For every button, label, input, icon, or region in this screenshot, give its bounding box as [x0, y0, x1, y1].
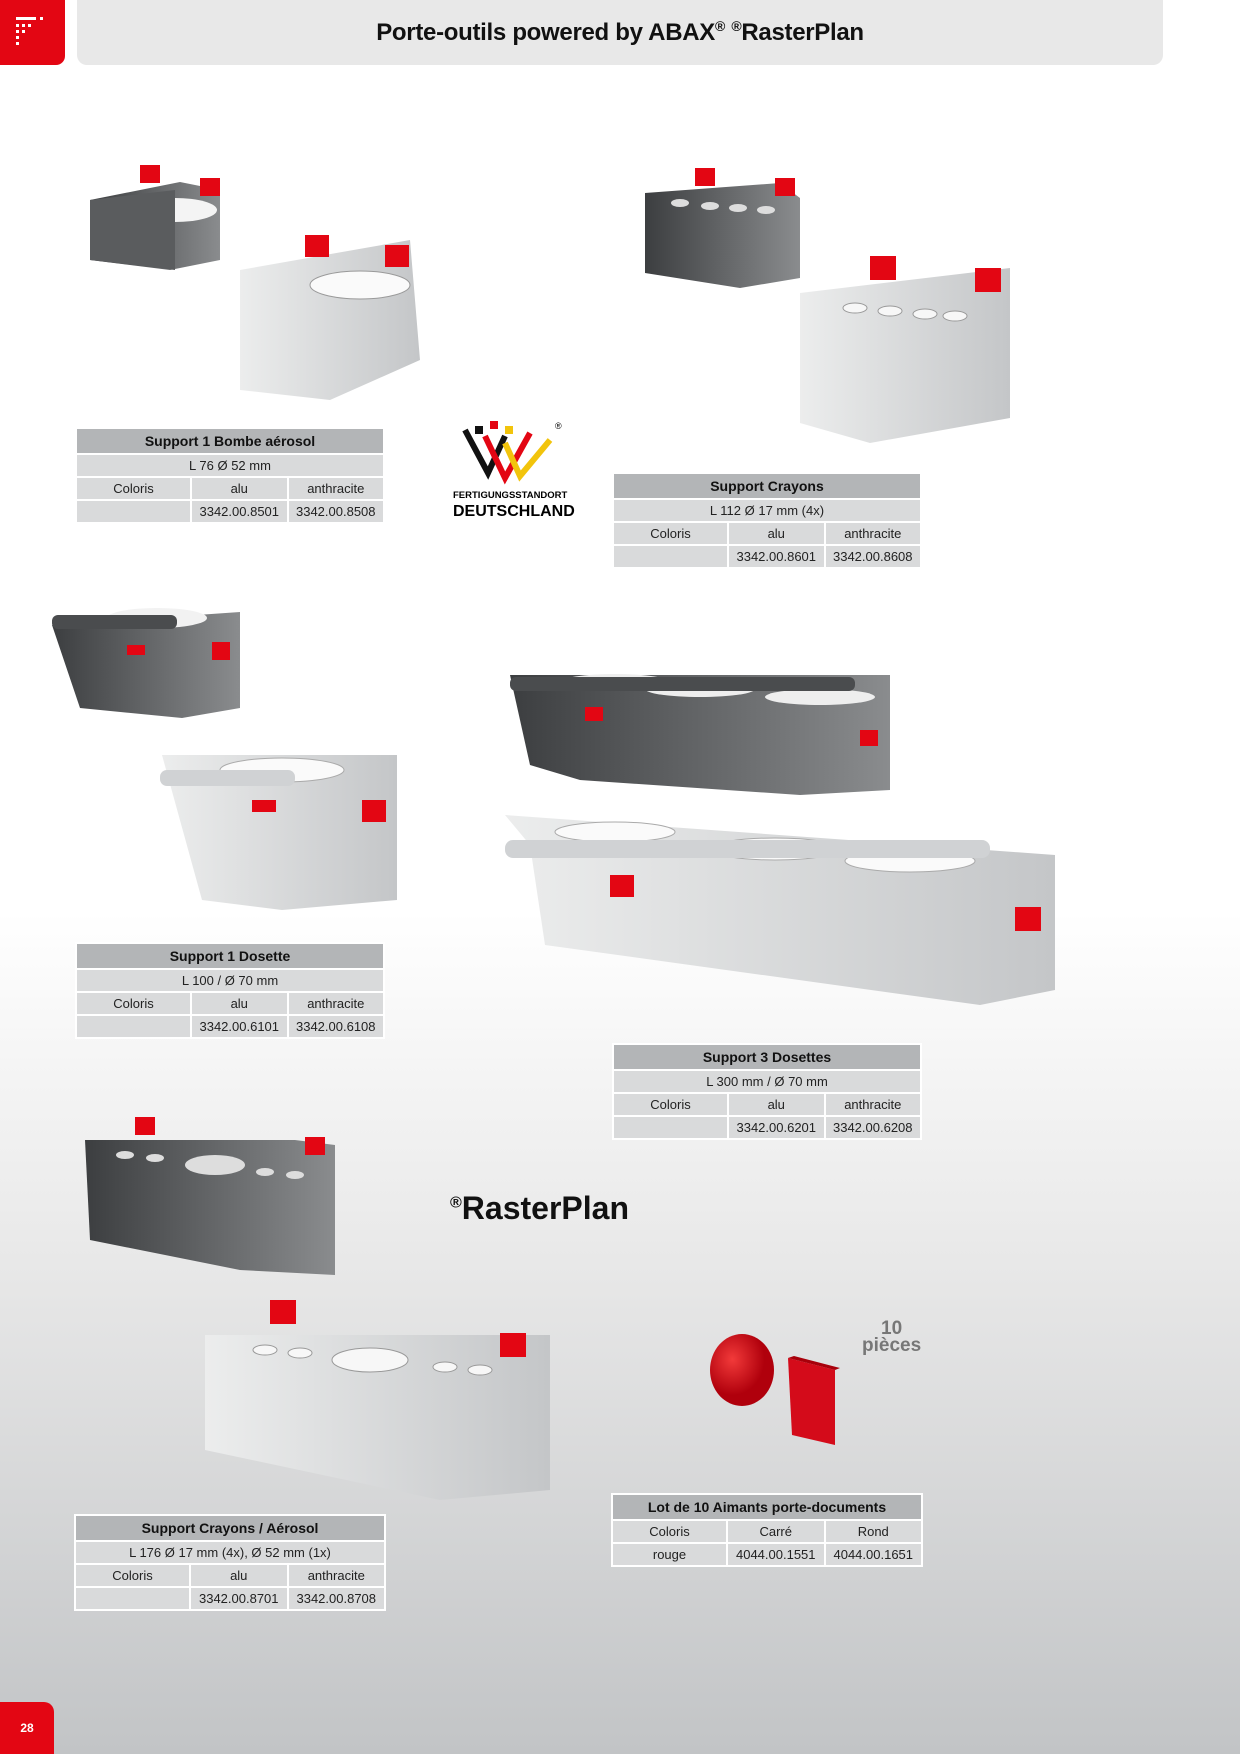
coloris-label: Coloris — [614, 1094, 727, 1115]
rasterplan-brand: ®RasterPlan — [450, 1190, 629, 1226]
product-dimensions: L 176 Ø 17 mm (4x), Ø 52 mm (1x) — [76, 1542, 384, 1563]
spec-table-aimants: Lot de 10 Aimants porte-documents Colori… — [611, 1493, 923, 1567]
product-title: Support Crayons — [614, 474, 920, 498]
triple-dosette-holder-image — [505, 674, 1055, 1005]
color-option: alu — [191, 1565, 287, 1586]
article-ref: 3342.00.6208 — [825, 1117, 920, 1138]
grid-logo-icon — [16, 17, 43, 45]
blank-cell — [614, 1117, 727, 1138]
spec-table-crayons: Support Crayons L 112 Ø 17 mm (4x) Color… — [612, 472, 922, 569]
spec-table-dosettes3: Support 3 Dosettes L 300 mm / Ø 70 mm Co… — [612, 1043, 922, 1140]
color-option: anthracite — [288, 478, 383, 499]
article-ref: 3342.00.8708 — [288, 1588, 384, 1609]
svg-text:DEUTSCHLAND: DEUTSCHLAND — [453, 503, 575, 520]
product-title: Support 3 Dosettes — [614, 1045, 920, 1069]
product-dimensions: L 100 / Ø 70 mm — [77, 970, 383, 991]
color-option: anthracite — [288, 1565, 384, 1586]
crayons-aerosol-holder-image — [85, 1117, 550, 1500]
spec-table-aerosol: Support 1 Bombe aérosol L 76 Ø 52 mm Col… — [75, 427, 385, 524]
article-ref: 4044.00.1651 — [825, 1544, 921, 1565]
blank-cell — [76, 1588, 189, 1609]
page-title: Porte-outils powered by ABAX® ®RasterPla… — [376, 18, 864, 46]
page-header: Porte-outils powered by ABAX® ®RasterPla… — [77, 0, 1163, 65]
svg-text:®: ® — [555, 421, 562, 431]
magnets-image — [710, 1334, 840, 1445]
color-option: alu — [192, 478, 287, 499]
made-in-germany-logo: ® FERTIGUNGSSTANDORT DEUTSCHLAND — [453, 421, 575, 520]
coloris-label: Coloris — [614, 523, 727, 544]
product-title: Lot de 10 Aimants porte-documents — [613, 1495, 921, 1519]
spec-table-dosette: Support 1 Dosette L 100 / Ø 70 mm Colori… — [75, 942, 385, 1039]
color-name: rouge — [613, 1544, 726, 1565]
coloris-label: Coloris — [77, 478, 190, 499]
product-title: Support 1 Dosette — [77, 944, 383, 968]
article-ref: 3342.00.6101 — [192, 1016, 287, 1037]
article-ref: 3342.00.8608 — [825, 546, 920, 567]
color-option: anthracite — [288, 993, 383, 1014]
article-ref: 3342.00.8501 — [192, 501, 287, 522]
dosette-holder-image — [52, 608, 397, 910]
color-option: anthracite — [825, 523, 920, 544]
aerosol-holder-image — [90, 165, 420, 400]
color-option: alu — [192, 993, 287, 1014]
product-dimensions: L 300 mm / Ø 70 mm — [614, 1071, 920, 1092]
svg-text:FERTIGUNGSSTANDORT: FERTIGUNGSSTANDORT — [453, 490, 568, 501]
color-option: alu — [729, 1094, 824, 1115]
spec-table-crayons-aerosol: Support Crayons / Aérosol L 176 Ø 17 mm … — [74, 1514, 386, 1611]
article-ref: 3342.00.8701 — [191, 1588, 287, 1609]
crayons-holder-image — [645, 168, 1010, 443]
shape-option: Carré — [728, 1521, 824, 1542]
coloris-label: Coloris — [77, 993, 190, 1014]
coloris-label: Coloris — [76, 1565, 189, 1586]
coloris-label: Coloris — [613, 1521, 726, 1542]
product-dimensions: L 112 Ø 17 mm (4x) — [614, 500, 920, 521]
color-option: alu — [729, 523, 824, 544]
blank-cell — [614, 546, 727, 567]
product-dimensions: L 76 Ø 52 mm — [77, 455, 383, 476]
article-ref: 3342.00.8508 — [288, 501, 383, 522]
page-number: 28 — [0, 1702, 54, 1754]
shape-option: Rond — [825, 1521, 921, 1542]
product-title: Support Crayons / Aérosol — [76, 1516, 384, 1540]
blank-cell — [77, 501, 190, 522]
blank-cell — [77, 1016, 190, 1037]
color-option: anthracite — [825, 1094, 920, 1115]
corner-logo — [0, 0, 65, 65]
article-ref: 3342.00.6201 — [729, 1117, 824, 1138]
article-ref: 4044.00.1551 — [728, 1544, 824, 1565]
article-ref: 3342.00.8601 — [729, 546, 824, 567]
product-title: Support 1 Bombe aérosol — [77, 429, 383, 453]
article-ref: 3342.00.6108 — [288, 1016, 383, 1037]
